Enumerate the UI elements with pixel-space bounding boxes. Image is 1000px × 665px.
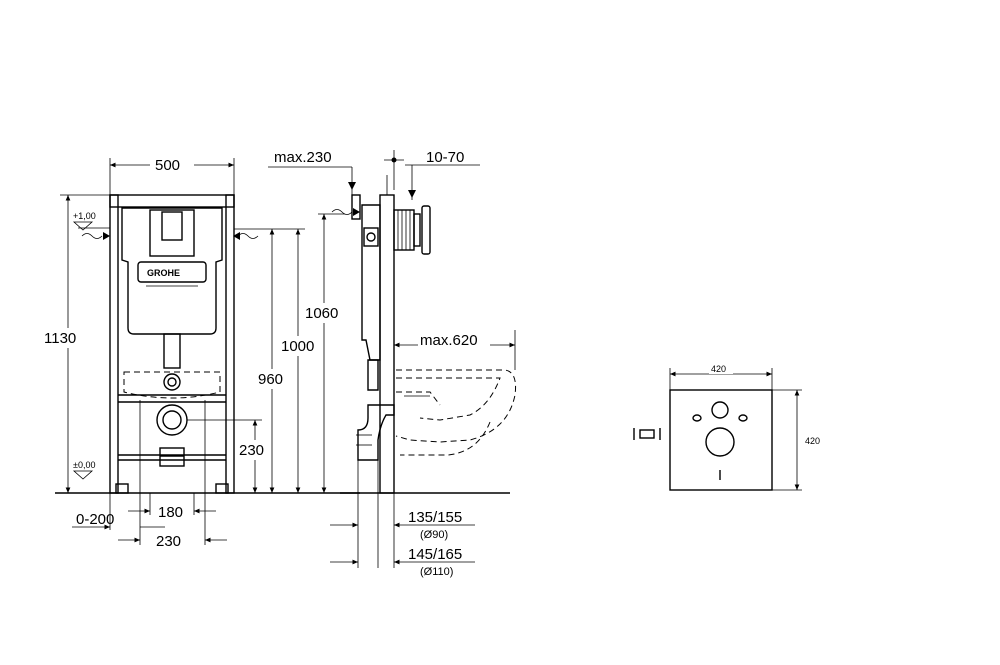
pad-view: 420 420	[633, 362, 828, 491]
frame-left-post	[109, 194, 119, 494]
dim-max-620: max.620	[420, 332, 478, 349]
pad-dim-width: 420	[711, 364, 726, 374]
dim-width-500: 500	[155, 157, 180, 174]
dim-230-width: 230	[156, 533, 181, 550]
bowl-outline	[123, 371, 221, 399]
dim-height-1130: 1130	[44, 330, 76, 347]
water-side-icon	[331, 209, 353, 215]
drain-pipe	[159, 447, 185, 467]
dim-960: 960	[258, 371, 283, 388]
pad-hole-top	[711, 401, 729, 419]
dim-max-230: max.230	[274, 149, 332, 166]
level-top-marker-icon	[72, 221, 94, 231]
front-view: GROHE +1,00 ±0,00 500 1130	[42, 152, 510, 550]
foot-right	[215, 483, 229, 494]
side-bowl-outline	[395, 369, 516, 443]
dim-180: 180	[158, 504, 183, 521]
dim-230-height: 230	[239, 442, 264, 459]
side-view: max.230 10-70 max.620 135/155 (Ø90) 145/…	[268, 149, 516, 578]
dim-d90: (Ø90)	[420, 529, 448, 541]
level-zero-marker-icon	[72, 470, 94, 480]
water-left-icon	[81, 233, 103, 239]
cistern	[121, 207, 223, 335]
flush-plate-side	[421, 205, 431, 255]
dim-1000: 1000	[281, 338, 314, 355]
dim-d110: (Ø110)	[420, 566, 453, 578]
side-frame	[379, 194, 395, 494]
sound-pad	[669, 389, 773, 491]
pad-hole-drain	[705, 427, 735, 457]
dim-145-165: 145/165	[408, 546, 462, 563]
level-zero-label: ±0,00	[73, 460, 95, 470]
flush-plate	[149, 209, 195, 257]
dim-10-70: 10-70	[426, 149, 464, 166]
frame-right-post	[225, 194, 235, 494]
frame-top-rail	[109, 194, 235, 208]
actuator-housing	[393, 209, 415, 251]
drain-elbow	[156, 404, 188, 436]
dim-offset-0-200: 0-200	[76, 511, 114, 528]
brand-logo-text: GROHE	[147, 268, 180, 278]
level-top-label: +1,00	[73, 211, 96, 221]
brand-plate	[137, 261, 207, 283]
flush-connector	[163, 373, 181, 391]
dim-135-155: 135/155	[408, 509, 462, 526]
pad-dim-height: 420	[805, 436, 820, 446]
side-drain-pipe	[357, 404, 395, 461]
water-right-icon	[237, 233, 259, 239]
dim-1060: 1060	[305, 305, 338, 322]
foot-left	[115, 483, 129, 494]
flush-pipe	[163, 333, 181, 369]
